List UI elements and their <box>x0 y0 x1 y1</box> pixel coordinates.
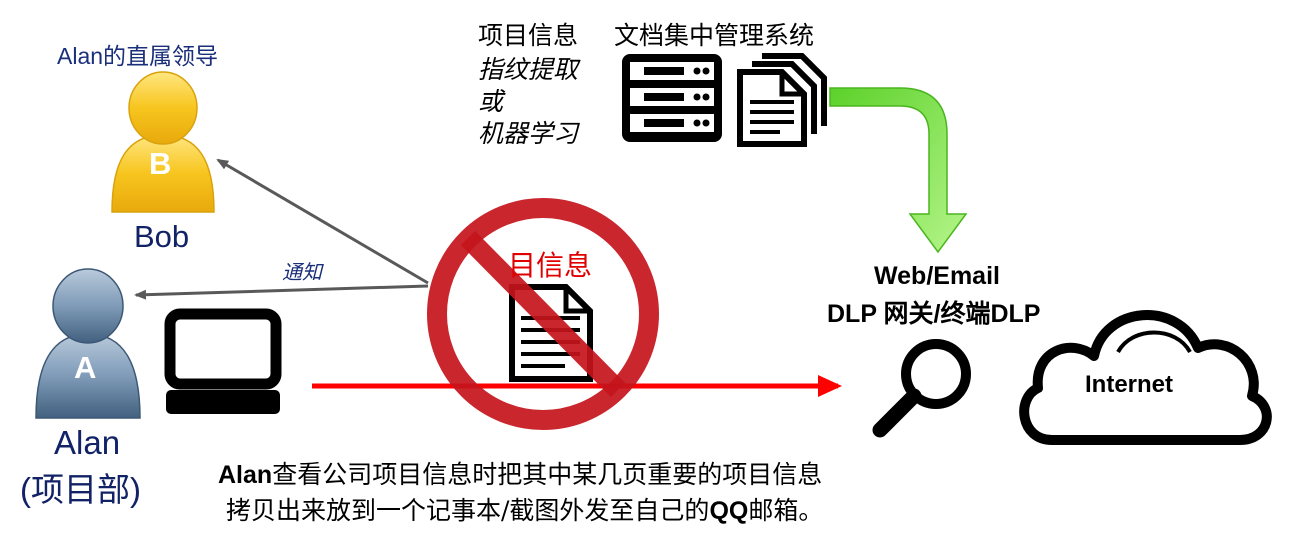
prohibited-document-icon <box>427 198 659 430</box>
notify-bob-arrow <box>216 158 429 285</box>
caption-line-1-text: 查看公司项目信息时把其中某几页重要的项目信息 <box>272 460 823 489</box>
magnifier-icon <box>872 339 971 438</box>
caption-qq: QQ <box>709 497 749 525</box>
project-info-stamp: 目信息 <box>508 249 593 282</box>
method-line-2: 或 <box>478 87 504 116</box>
computer-icon <box>164 308 282 414</box>
alan-avatar-letter: A <box>74 350 97 385</box>
method-line-1: 指纹提取 <box>478 55 579 84</box>
caption-line-1: Alan查看公司项目信息时把其中某几页重要的项目信息 <box>218 455 822 491</box>
cloud-icon <box>1019 310 1272 445</box>
caption-subject: Alan <box>218 461 273 489</box>
doc-system-title: 文档集中管理系统 <box>614 21 815 50</box>
documents-icon <box>737 53 827 147</box>
bob-role-label: Alan的直属领导 <box>57 43 219 69</box>
alan-department: (项目部) <box>20 471 141 508</box>
notify-label: 通知 <box>282 260 322 284</box>
bob-avatar-letter: B <box>149 146 172 181</box>
cloud-highlight <box>1116 330 1192 354</box>
caption-line-2-text: 拷贝出来放到一个记事本/截图外发至自己的 <box>226 496 710 525</box>
dlp-line-1: Web/Email <box>874 262 1000 290</box>
method-line-3: 机器学习 <box>478 119 579 148</box>
bob-avatar-icon <box>111 71 215 213</box>
bob-name: Bob <box>134 219 190 254</box>
cloud-label: Internet <box>1085 371 1174 398</box>
notify-alan-arrow <box>134 284 429 300</box>
data-flow-arrow <box>829 87 968 254</box>
alan-name: Alan <box>54 424 121 461</box>
alan-avatar-icon <box>35 268 141 419</box>
server-icon <box>622 54 722 142</box>
project-info-title: 项目信息 <box>478 21 579 50</box>
dlp-line-2: DLP 网关/终端DLP <box>827 300 1041 328</box>
caption-line-2: 拷贝出来放到一个记事本/截图外发至自己的QQ邮箱。 <box>226 491 823 527</box>
caption-line-2-end: 邮箱。 <box>748 496 824 525</box>
